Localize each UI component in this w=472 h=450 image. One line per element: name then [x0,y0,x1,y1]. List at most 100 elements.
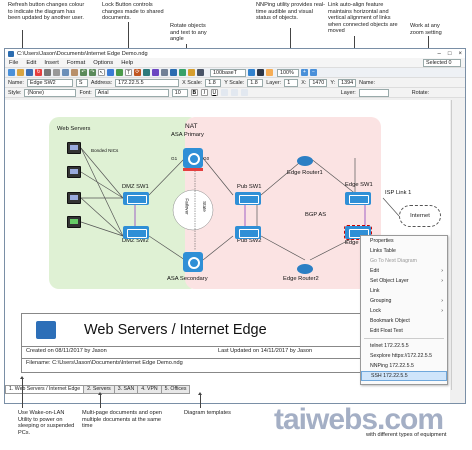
shape-select[interactable]: S [75,78,88,87]
copy-icon[interactable] [62,69,69,76]
window-title: C:\Users\Jason\Documents\Internet Edge D… [17,50,148,57]
color-icon[interactable] [248,69,255,76]
style-select[interactable]: (None) [24,88,77,97]
align-icon[interactable] [170,69,177,76]
ctx-ssh[interactable]: SSH 172.22.5.5 [361,371,447,381]
asa-secondary[interactable] [183,252,203,272]
zoom-in-icon[interactable]: + [301,69,308,76]
ctx-sexplore[interactable]: Sexplore https://172.22.5.5 [370,353,433,359]
paste-icon[interactable] [71,69,78,76]
save-icon[interactable] [26,69,33,76]
edge-router2[interactable] [297,264,313,274]
ctx-set-layer[interactable]: Set Object Layer› [370,278,443,284]
line-icon[interactable] [257,69,264,76]
rotate-icon[interactable]: ⟳ [134,69,141,76]
open-icon[interactable] [17,69,24,76]
font-select[interactable]: Arial [94,88,169,97]
edge-router1[interactable] [297,156,313,166]
pub-sw1[interactable] [235,192,261,205]
ctx-link[interactable]: Link [370,288,380,294]
label-state: State [201,201,207,212]
menu-file[interactable]: File [9,59,19,66]
table-icon[interactable] [197,69,204,76]
shape-icon[interactable] [143,69,150,76]
cut-icon[interactable] [53,69,60,76]
web-server-1[interactable] [67,142,81,154]
align-right-icon[interactable] [240,89,248,96]
minimize-button[interactable]: – [437,50,441,57]
menu-edit[interactable]: Edit [26,59,37,66]
ctx-edit[interactable]: Edit› [370,268,443,274]
tab-vpn[interactable]: 4. VPN [137,385,162,394]
text-icon[interactable]: T [125,69,132,76]
pub-sw2[interactable] [235,226,261,239]
underline-icon[interactable]: U [210,89,218,96]
yscale-field[interactable]: 1.8 [247,78,264,87]
maximize-button[interactable]: □ [447,50,452,57]
refresh-icon[interactable]: ↻ [35,69,42,76]
link-icon[interactable] [116,69,123,76]
web-server-4[interactable] [67,216,81,228]
internet-cloud[interactable]: Internet [399,205,441,227]
address-field[interactable]: 172.22.5.5 [115,78,180,87]
y-field[interactable]: 1394 [338,78,357,87]
layer-field[interactable]: 1 [284,78,299,87]
callout-autoalign: Link auto-align feature maintains horizo… [328,2,398,35]
ctx-grouping[interactable]: Grouping› [370,298,443,304]
label-web-servers: Web Servers [57,126,91,132]
font-size-select[interactable]: 10 [171,88,188,97]
ctx-nnping[interactable]: NNPing 172.22.5.5 [370,363,414,369]
dmz-sw1[interactable] [123,192,149,205]
zoom-out-icon[interactable]: − [310,69,317,76]
lock-icon[interactable] [107,69,114,76]
undo-icon[interactable]: ↶ [80,69,87,76]
ctx-telnet[interactable]: telnet 172.22.5.5 [370,343,409,349]
title-block: Web Servers / Internet Edge Created on 0… [21,313,433,373]
vertical-scrollbar[interactable] [451,100,465,390]
tab-web-servers[interactable]: 1. Web Servers / Internet Edge [5,385,85,394]
layer-icon[interactable] [152,69,159,76]
context-menu: Properties Links Table Go To Next Diagra… [360,235,448,385]
name-field[interactable]: Edge SW2 [26,78,73,87]
menu-bar: File Edit Insert Format Options Help Sel… [5,58,465,68]
menu-format[interactable]: Format [66,59,86,66]
ctx-links-table[interactable]: Links Table [370,248,396,254]
label-edge-router2: Edge Router2 [283,276,319,282]
web-server-2[interactable] [67,166,81,178]
link-type-select[interactable]: 100baseT [210,68,246,77]
fill-icon[interactable] [266,69,273,76]
nnping-icon[interactable] [179,69,186,76]
zoom-select[interactable]: 100% [277,68,299,77]
web-server-3[interactable] [67,192,81,204]
xscale-field[interactable]: 1.8 [205,78,222,87]
menu-insert[interactable]: Insert [44,59,59,66]
ctx-float-text[interactable]: Edit Float Text [370,328,403,334]
wol-icon[interactable] [188,69,195,76]
tab-offices[interactable]: 5. Offices [160,385,191,394]
ctx-bookmark[interactable]: Bookmark Object [370,318,410,324]
redo-icon[interactable]: ↷ [89,69,96,76]
align-center-icon[interactable] [230,89,238,96]
menu-help[interactable]: Help [121,59,134,66]
close-button[interactable]: × [458,50,462,57]
tab-san[interactable]: 3. SAN [113,385,139,394]
bold-icon[interactable]: B [190,89,198,96]
ctx-lock[interactable]: Lock› [370,308,443,314]
menu-options[interactable]: Options [93,59,114,66]
edge-sw1[interactable] [345,192,371,205]
x-field[interactable]: 1470 [309,78,328,87]
label-nat: NAT [185,123,198,130]
select-icon[interactable]: ↖ [98,69,105,76]
created-text: Created on 08/11/2017 by Jason [26,348,107,354]
dmz-sw2[interactable] [123,226,149,239]
asa-primary[interactable] [183,148,203,171]
style-layer-field[interactable] [358,88,389,97]
callout-templates: Diagram templates [184,410,231,416]
submenu-arrow-icon: › [441,308,443,314]
ctx-properties[interactable]: Properties [370,238,394,244]
new-icon[interactable] [8,69,15,76]
print-icon[interactable] [44,69,51,76]
italic-icon[interactable]: I [200,89,208,96]
grid-icon[interactable] [161,69,168,76]
align-left-icon[interactable] [220,89,228,96]
